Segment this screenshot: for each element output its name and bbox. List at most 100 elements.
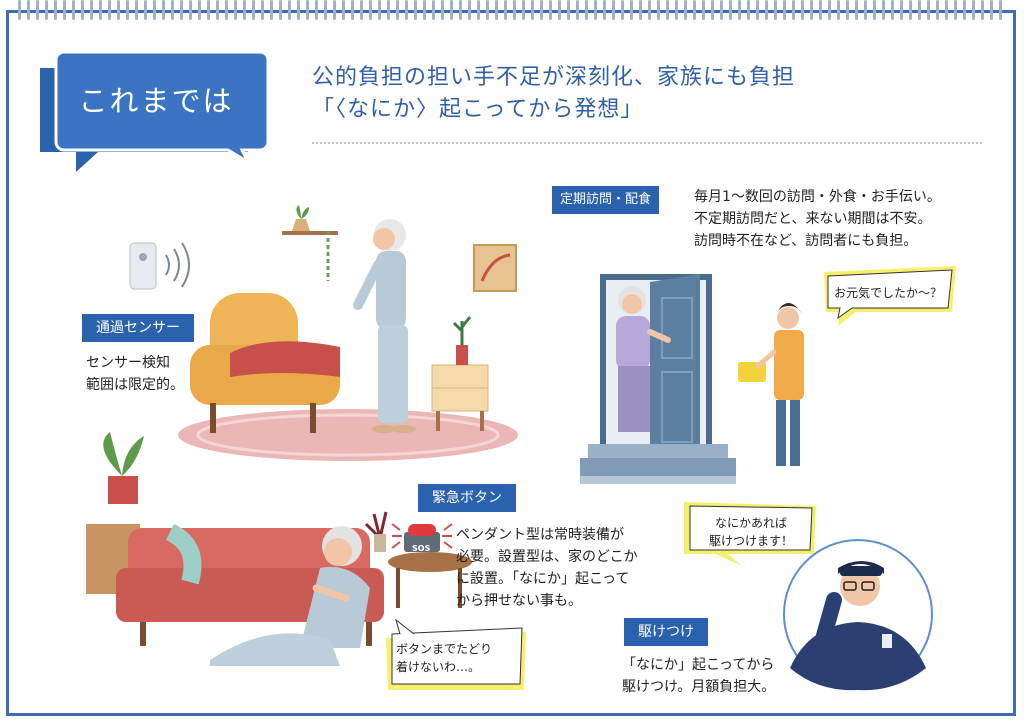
binding-ring: [855, 0, 858, 20]
binding-ring: [954, 0, 957, 20]
binding-ring: [450, 0, 453, 20]
binding-ring: [711, 0, 714, 20]
binding-ring: [972, 0, 975, 20]
heading-line-2: 「〈なにか〉起こってから発想」: [312, 97, 644, 122]
binding-ring: [207, 0, 210, 20]
binding-ring: [630, 0, 633, 20]
fallen-woman-illustration: [86, 432, 472, 666]
binding-ring: [279, 0, 282, 20]
binding-ring: [18, 0, 21, 20]
binding-ring: [315, 0, 318, 20]
binding-ring: [666, 0, 669, 20]
binding-ring: [747, 0, 750, 20]
binding-ring: [234, 0, 237, 20]
living-room-illustration: [129, 205, 518, 461]
binding-ring: [459, 0, 462, 20]
heading-divider: [312, 142, 982, 144]
binding-ring: [990, 0, 993, 20]
binding-ring: [495, 0, 498, 20]
binding-ring: [90, 0, 93, 20]
visit-description: 毎月1～数回の訪問・外食・お手伝い。 不定期訪問だと、来ない期間は不安。 訪問時…: [694, 189, 941, 249]
binding-ring: [585, 0, 588, 20]
binding-ring: [549, 0, 552, 20]
binding-ring: [729, 0, 732, 20]
binding-ring: [54, 0, 57, 20]
page-heading: 公的負担の担い手不足が深刻化、家族にも負担 「〈なにか〉起こってから発想」: [312, 62, 795, 126]
binding-ring: [306, 0, 309, 20]
binding-ring: [810, 0, 813, 20]
binding-ring: [117, 0, 120, 20]
binding-ring: [108, 0, 111, 20]
binding-ring: [243, 0, 246, 20]
binding-ring: [162, 0, 165, 20]
header-badge: これまでは: [78, 84, 234, 118]
binding-ring: [135, 0, 138, 20]
binding-ring: [801, 0, 804, 20]
emergency-speech-bubble: [386, 618, 526, 690]
binding-ring: [513, 0, 516, 20]
binding-ring: [297, 0, 300, 20]
binding-ring: [891, 0, 894, 20]
binding-ring: [774, 0, 777, 20]
binding-ring: [477, 0, 480, 20]
binding-ring: [486, 0, 489, 20]
binding-ring: [657, 0, 660, 20]
binding-ring: [945, 0, 948, 20]
binding-ring: [27, 0, 30, 20]
door-visit-illustration: [580, 274, 804, 484]
binding-ring: [72, 0, 75, 20]
binding-ring: [369, 0, 372, 20]
binding-ring: [648, 0, 651, 20]
binding-ring: [324, 0, 327, 20]
binding-ring: [414, 0, 417, 20]
guard-illustration: [783, 539, 933, 691]
binding-ring: [81, 0, 84, 20]
binding-ring: [828, 0, 831, 20]
tag-emergency-button: 緊急ボタン: [418, 484, 516, 512]
binding-ring: [792, 0, 795, 20]
rush-bubble-text: なにかあれば 駆けつけます！: [708, 516, 793, 548]
binding-ring: [837, 0, 840, 20]
binding-ring: [819, 0, 822, 20]
binding-ring: [612, 0, 615, 20]
heading-line-1: 公的負担の担い手不足が深刻化、家族にも負担: [312, 65, 796, 90]
binding-ring: [225, 0, 228, 20]
binding-ring: [756, 0, 759, 20]
binding-ring: [927, 0, 930, 20]
emergency-bubble-text: ボタンまでたどり 着けないわ…。: [396, 642, 493, 674]
binding-ring: [999, 0, 1002, 20]
binding-ring: [252, 0, 255, 20]
binding-ring: [261, 0, 264, 20]
binding-ring: [918, 0, 921, 20]
tag-regular-visit: 定期訪問・配食: [552, 186, 660, 214]
binding-ring: [765, 0, 768, 20]
visit-bubble-text: お元気でしたか～？: [833, 286, 942, 300]
visit-speech-bubble: [824, 266, 956, 326]
binding-ring: [981, 0, 984, 20]
binding-ring: [909, 0, 912, 20]
binding-ring: [45, 0, 48, 20]
binding-ring: [270, 0, 273, 20]
binding-ring: [333, 0, 336, 20]
emergency-description: ペンダント型は常時装備が 必要。設置型は、家のどこか に設置。「なにか」起こって…: [456, 527, 638, 609]
binding-ring: [378, 0, 381, 20]
binding-ring: [216, 0, 219, 20]
binding-ring: [387, 0, 390, 20]
tag-rush: 駆けつけ: [624, 618, 708, 646]
binding-ring: [558, 0, 561, 20]
binding-ring: [351, 0, 354, 20]
sos-button-icon: [391, 523, 453, 552]
binding-ring: [342, 0, 345, 20]
binding-ring: [360, 0, 363, 20]
binding-ring: [36, 0, 39, 20]
binding-ring: [396, 0, 399, 20]
binding-ring: [189, 0, 192, 20]
binding-ring: [63, 0, 66, 20]
binding-ring: [540, 0, 543, 20]
binding-ring: [621, 0, 624, 20]
binding-ring: [423, 0, 426, 20]
binding-ring: [936, 0, 939, 20]
binding-ring: [405, 0, 408, 20]
binding-ring: [99, 0, 102, 20]
header-badge-bubble: [40, 50, 270, 172]
